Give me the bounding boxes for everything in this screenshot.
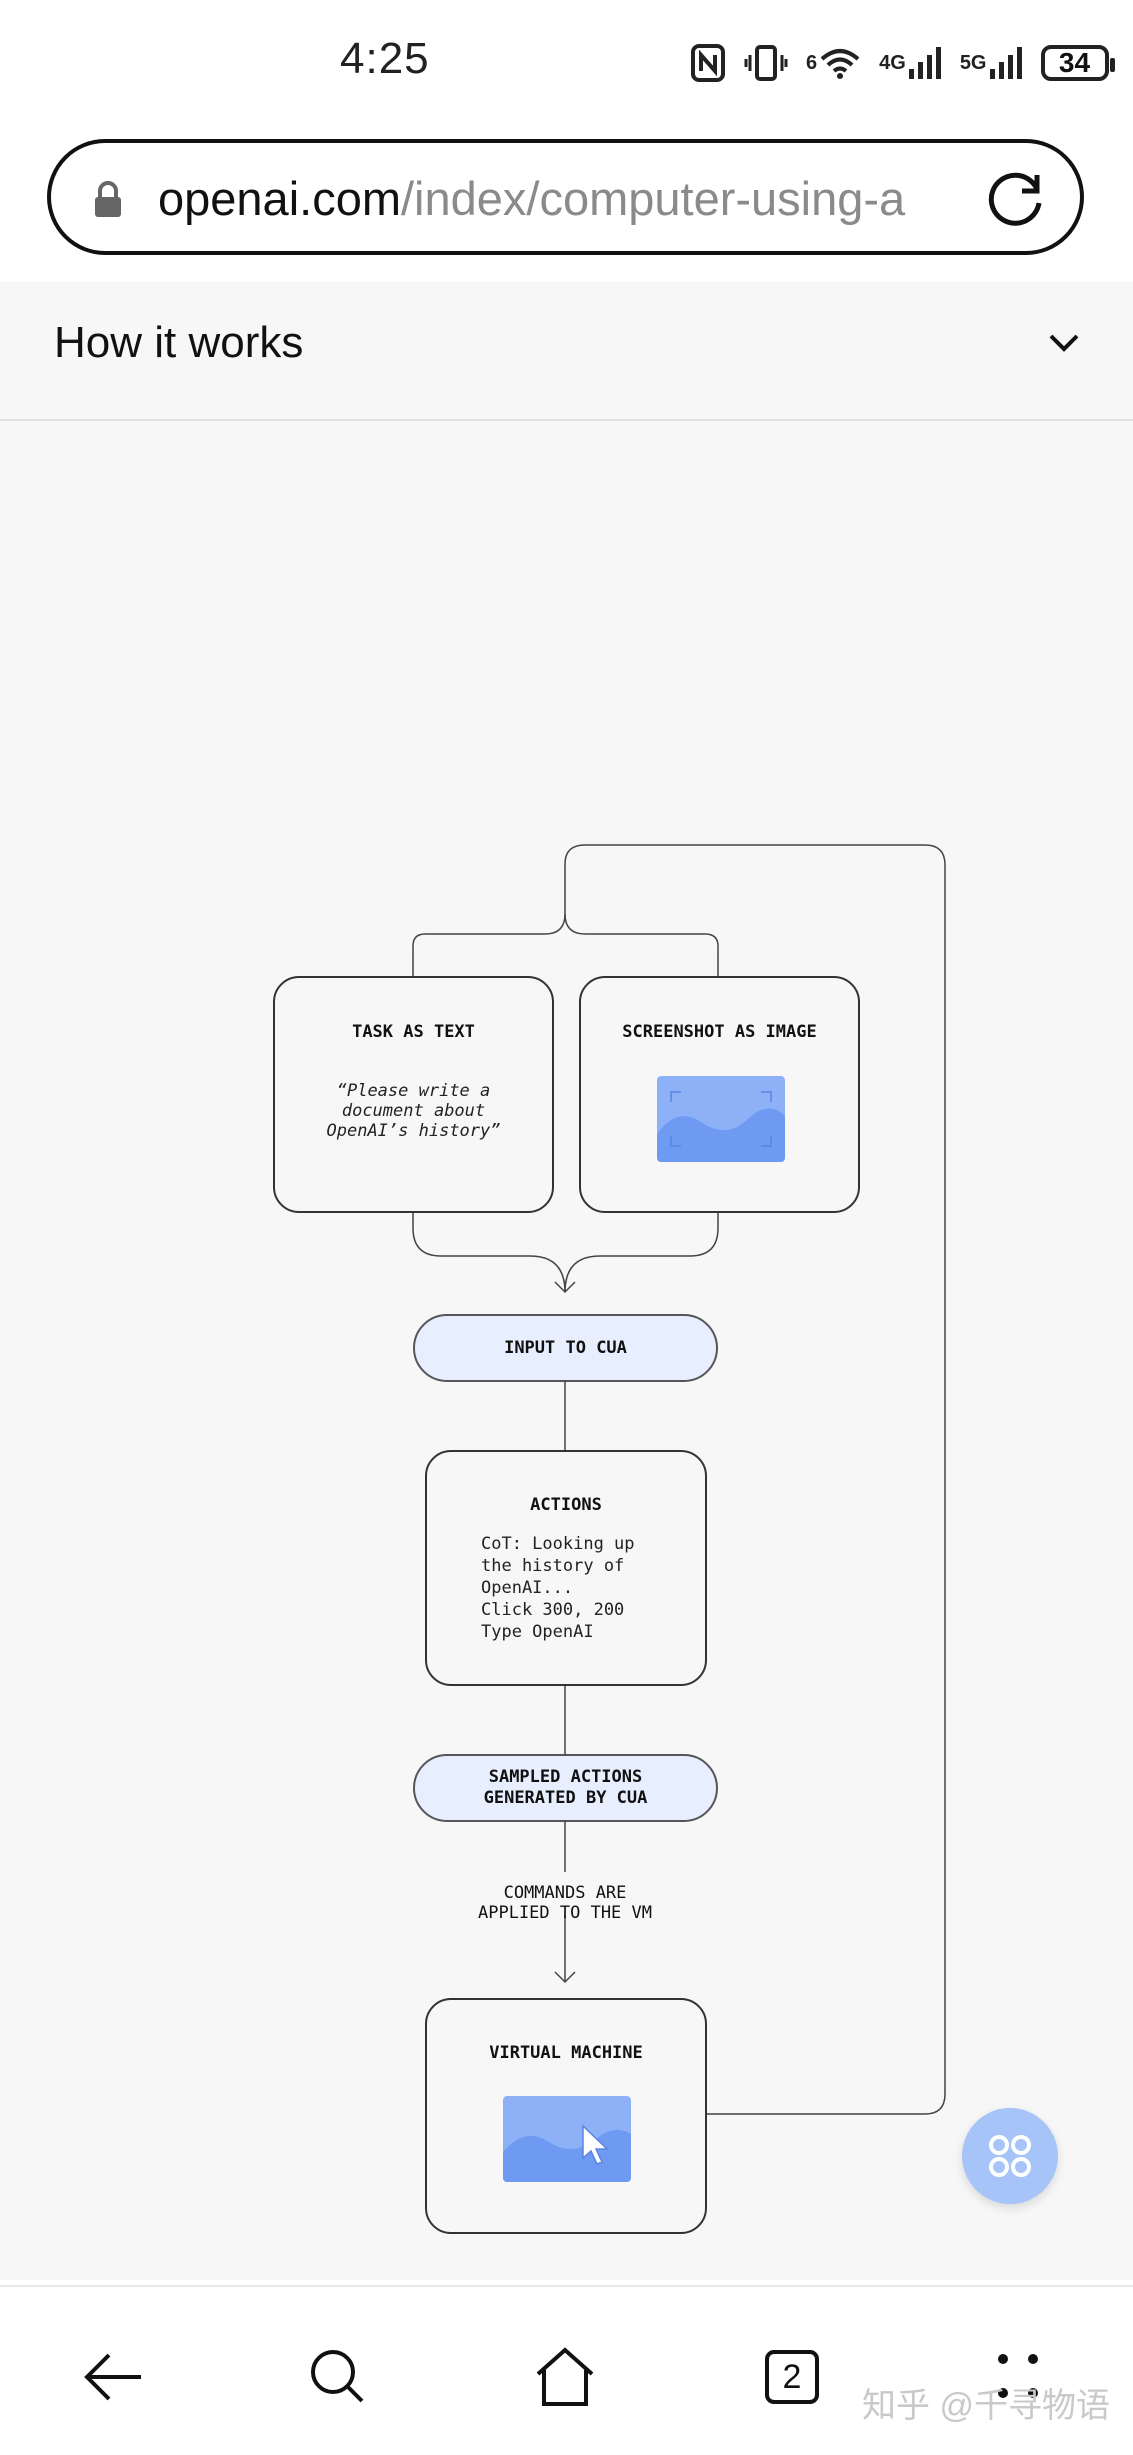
input-to-cua-pill: INPUT TO CUA xyxy=(413,1314,718,1382)
cursor-icon xyxy=(582,2124,609,2165)
virtual-machine-box: VIRTUAL MACHINE xyxy=(425,1998,707,2234)
vm-screen-icon xyxy=(503,2096,631,2182)
sampled-actions-pill: SAMPLED ACTIONS GENERATED BY CUA xyxy=(413,1754,718,1822)
apps-icon xyxy=(989,2135,1031,2177)
url-domain: openai.com xyxy=(158,172,401,225)
address-bar[interactable]: openai.com/index/computer-using-a xyxy=(47,139,1084,255)
search-icon xyxy=(311,2350,364,2403)
reload-icon[interactable] xyxy=(985,167,1049,236)
commands-note: COMMANDS ARE APPLIED TO THE VM xyxy=(478,1883,652,1923)
how-it-works-accordion[interactable]: How it works xyxy=(0,282,1133,421)
signal-4g-icon: 4G xyxy=(879,45,942,81)
wifi-icon: 6 xyxy=(806,45,861,81)
task-body: “Please write a document about OpenAI’s … xyxy=(326,1081,501,1141)
screenshot-image-icon xyxy=(657,1076,785,1162)
tabs-button[interactable]: 2 xyxy=(752,2337,832,2417)
wifi-label: 6 xyxy=(806,51,818,74)
flow-connectors xyxy=(412,844,946,2115)
accordion-title: How it works xyxy=(54,318,304,367)
page-content: How it works TASK AS TEXT “Please write … xyxy=(0,282,1133,2280)
watermark: 知乎 @千寻物语 xyxy=(862,2387,1110,2425)
url-path: /index/computer-using-a xyxy=(401,172,906,225)
signal-5g-label: 5G xyxy=(959,51,987,74)
search-button[interactable] xyxy=(298,2337,378,2417)
signal-5g-icon: 5G xyxy=(960,45,1023,81)
home-button[interactable] xyxy=(525,2337,605,2417)
screenshot-as-image-box: SCREENSHOT AS IMAGE xyxy=(579,976,860,1213)
status-icons: 6 4G 5G 34 xyxy=(690,34,1115,92)
task-title: TASK AS TEXT xyxy=(352,1022,475,1042)
nfc-icon xyxy=(690,43,726,83)
signal-4g-label: 4G xyxy=(879,51,906,74)
home-icon xyxy=(536,2347,594,2406)
status-time: 4:25 xyxy=(340,34,430,83)
back-arrow-icon xyxy=(84,2353,141,2401)
vibrate-icon xyxy=(744,43,788,83)
menu-dots-icon xyxy=(998,2354,1038,2398)
chevron-down-icon[interactable] xyxy=(1048,332,1080,359)
actions-title: ACTIONS xyxy=(530,1495,602,1515)
menu-button[interactable] xyxy=(978,2337,1058,2417)
task-as-text-box: TASK AS TEXT “Please write a document ab… xyxy=(273,976,554,1213)
actions-body: CoT: Looking up the history of OpenAI...… xyxy=(481,1534,635,1642)
lock-icon[interactable] xyxy=(93,181,123,224)
screenshot-title: SCREENSHOT AS IMAGE xyxy=(622,1022,817,1042)
back-button[interactable] xyxy=(73,2337,153,2417)
actions-box: ACTIONS CoT: Looking up the history of O… xyxy=(425,1450,707,1686)
bottom-nav: 2 xyxy=(0,2285,1133,2455)
apps-fab[interactable] xyxy=(962,2108,1058,2204)
vm-title: VIRTUAL MACHINE xyxy=(489,2043,643,2063)
tab-count: 2 xyxy=(765,2350,819,2404)
status-bar: 4:25 6 4G 5G 34 xyxy=(0,0,1133,125)
battery-indicator: 34 xyxy=(1040,45,1115,81)
url-text[interactable]: openai.com/index/computer-using-a xyxy=(158,171,998,226)
